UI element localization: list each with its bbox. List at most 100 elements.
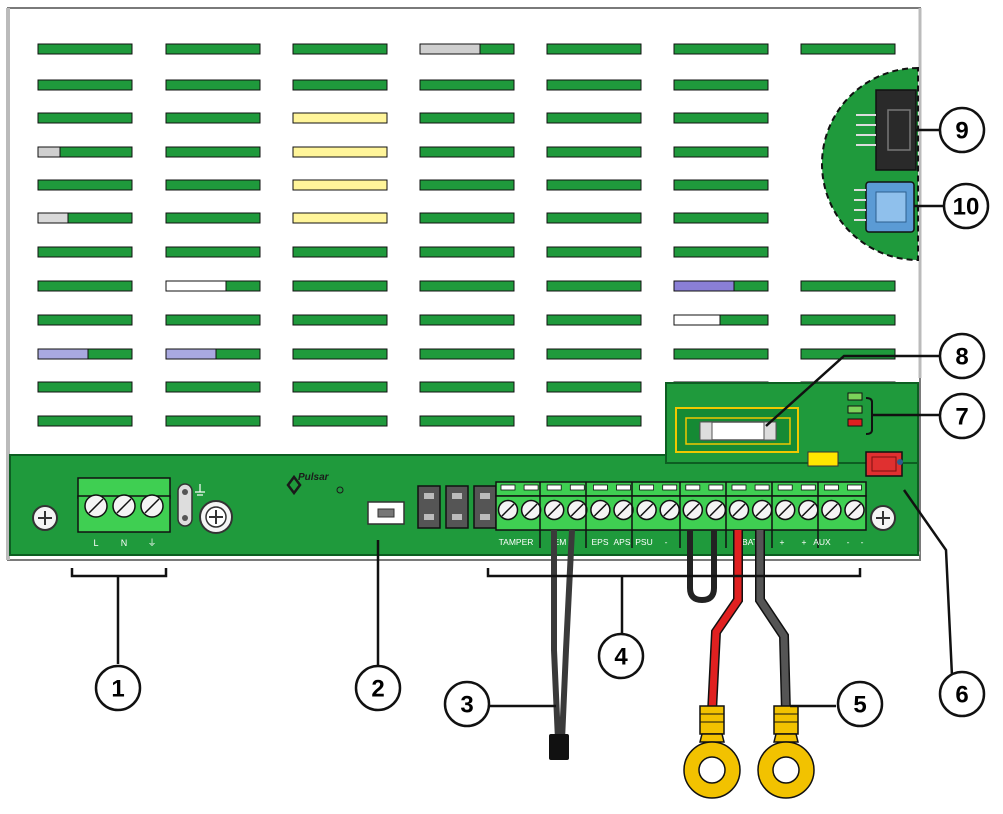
- callout-1: 1: [94, 664, 142, 712]
- vent-slot: [292, 314, 388, 326]
- brand-logo: Pulsar: [286, 472, 344, 496]
- terminal-label: +: [780, 537, 785, 547]
- callout-2: 2: [354, 664, 402, 712]
- vent-slot: [165, 179, 261, 191]
- vent-slot: [673, 112, 769, 124]
- vent-slot: [292, 246, 388, 258]
- vent-slot: [673, 348, 769, 360]
- visible-component: [292, 146, 388, 158]
- callout-5: 5: [836, 680, 884, 728]
- vent-slot: [419, 246, 515, 258]
- terminal-label: TAMPER: [499, 537, 534, 547]
- callout-number: 3: [460, 692, 473, 719]
- wire-end-cap: [549, 734, 569, 760]
- vent-slot: [292, 43, 388, 55]
- callout-9: 9: [938, 106, 986, 154]
- battery-wire-black: [755, 530, 791, 713]
- callout-number: 10: [953, 194, 980, 221]
- vent-slot: [546, 246, 642, 258]
- callout-number: 8: [955, 344, 968, 371]
- visible-component: [292, 179, 388, 191]
- vent-slot: [165, 415, 261, 427]
- vent-slot: [673, 246, 769, 258]
- ring-lug-negative: [757, 705, 815, 799]
- visible-component: [292, 112, 388, 124]
- vent-slot: [546, 79, 642, 91]
- callout-8: 8: [938, 332, 986, 380]
- yellow-component: [807, 451, 839, 467]
- leader-8: [765, 354, 946, 427]
- fuse-holder: [675, 407, 799, 453]
- vent-slot: [419, 348, 515, 360]
- output-terminal-screws: [497, 484, 865, 521]
- leader-lines: [376, 128, 954, 708]
- visible-component: [673, 280, 735, 292]
- callout-number: 2: [371, 676, 384, 703]
- vent-slot: [419, 146, 515, 158]
- visible-component: [673, 314, 721, 326]
- terminal-label: APS: [613, 537, 630, 547]
- led-green-2: [847, 405, 863, 414]
- callout-3: 3: [443, 680, 491, 728]
- vent-slot: [419, 112, 515, 124]
- output-terminal-dividers: [539, 482, 819, 548]
- visible-component: [419, 43, 481, 55]
- callout-10: 10: [942, 182, 990, 230]
- vent-slot: [673, 212, 769, 224]
- tamper-wires: [549, 529, 575, 760]
- callout-number: 5: [853, 692, 866, 719]
- terminal-label: BAT: [742, 537, 758, 547]
- vent-slot: [800, 314, 896, 326]
- visible-component: [37, 212, 69, 224]
- visible-component: [165, 280, 227, 292]
- vent-slot: [419, 212, 515, 224]
- vent-slot: [292, 415, 388, 427]
- vent-slot: [37, 179, 133, 191]
- bracket-4: [486, 568, 862, 634]
- connector-detail-circle: [821, 66, 919, 262]
- vent-slot: [419, 79, 515, 91]
- terminal-label: AUX: [813, 537, 831, 547]
- vent-slot: [800, 280, 896, 292]
- ac-terminal-screws: [84, 494, 164, 518]
- vent-slot: [37, 381, 133, 393]
- vent-slot: [546, 415, 642, 427]
- vent-slot: [419, 381, 515, 393]
- vent-slot: [37, 280, 133, 292]
- vent-slot: [165, 381, 261, 393]
- ac-terminal-label: N: [121, 538, 128, 548]
- visible-component: [165, 348, 217, 360]
- vent-slot: [800, 43, 896, 55]
- vent-slot: [37, 246, 133, 258]
- terminal-label: -: [861, 537, 864, 547]
- visible-component: [37, 348, 89, 360]
- terminal-label: PSU: [635, 537, 652, 547]
- bracket-1: [70, 568, 168, 664]
- vent-slot: [165, 112, 261, 124]
- tamper-switch: [367, 501, 405, 525]
- vent-slot: [546, 43, 642, 55]
- vent-slot: [673, 179, 769, 191]
- vent-slot: [546, 280, 642, 292]
- battery-wire-red: [707, 530, 743, 713]
- jumper-2: [445, 485, 469, 529]
- vent-slot: [165, 146, 261, 158]
- jumper-3: [473, 485, 497, 529]
- vent-slot: [165, 314, 261, 326]
- vent-slot: [292, 381, 388, 393]
- ring-lug-positive: [683, 705, 741, 799]
- callout-number: 4: [614, 644, 628, 671]
- vent-slot: [37, 314, 133, 326]
- terminal-label: +: [802, 537, 807, 547]
- jumper-headers: [417, 485, 497, 529]
- vent-slot: [165, 43, 261, 55]
- visible-component: [37, 146, 61, 158]
- callout-number: 7: [955, 404, 968, 431]
- vent-slot: [292, 280, 388, 292]
- vent-slot: [419, 280, 515, 292]
